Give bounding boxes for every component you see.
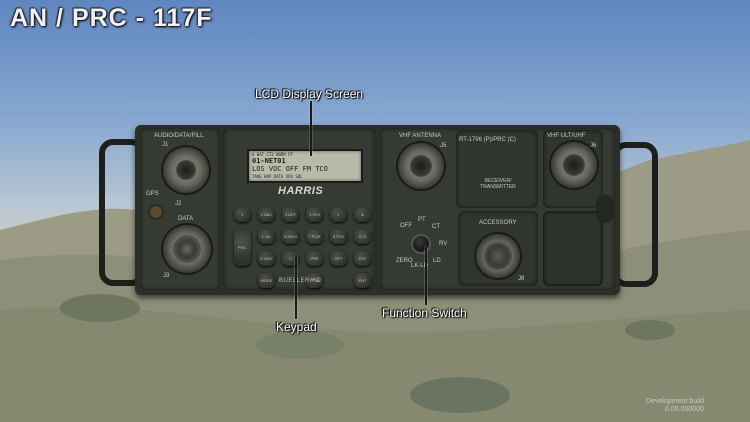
j3-label: J3 <box>163 273 170 279</box>
data-connector[interactable] <box>163 225 211 273</box>
key-5[interactable]: 5 JKL <box>258 229 275 244</box>
key-8[interactable]: 8 STU <box>330 229 347 244</box>
brightness-key[interactable]: ◐ <box>330 207 347 222</box>
lcd-callout-line <box>310 101 312 156</box>
switch-label-lkld: LK-LD <box>411 263 429 269</box>
j5-label: J5 <box>440 143 447 149</box>
watermark: Development build 0.00.000000 <box>646 398 704 414</box>
ent-key[interactable]: ENT <box>354 251 371 266</box>
watermark-line-2: 0.00.000000 <box>665 406 704 413</box>
brand-logo: HARRIS <box>278 185 324 197</box>
side-latch[interactable] <box>596 195 614 223</box>
vhf-uhf-label: VHF ULT/UHF <box>547 133 586 139</box>
lcd-status-row: A BAT CT2 NORM PT <box>252 152 293 157</box>
switch-label-rv: RV <box>439 241 448 247</box>
function-switch-callout: Function Switch <box>382 306 467 320</box>
key-1[interactable]: 1 <box>234 207 251 222</box>
key-9[interactable]: 9 VWX <box>258 251 275 266</box>
switch-label-ld: LD <box>433 258 441 264</box>
switch-label-pt: PT <box>418 217 426 223</box>
data-label: DATA <box>178 216 194 222</box>
pre-minus-key[interactable]: PRE- <box>234 229 251 266</box>
vhf-antenna-label: VHF ANTENNA <box>399 133 442 139</box>
vhf-antenna-connector[interactable] <box>398 143 444 189</box>
accessory-connector[interactable] <box>476 234 520 278</box>
key-4[interactable]: 4 GHI <box>306 207 323 222</box>
lcd-mode-row: LOS VOC OFF FM TCO <box>252 165 328 173</box>
switch-label-zero: ZERO <box>396 258 413 264</box>
opt-key[interactable]: OPT <box>330 251 347 266</box>
pre-plus-key[interactable]: PRE <box>306 251 323 266</box>
key-6[interactable]: 6 MNO <box>282 229 299 244</box>
lcd-callout: LCD Display Screen <box>255 87 364 101</box>
receiver-transmitter-label: RECEIVER/ TRANSMITTER <box>480 178 516 190</box>
lcd-net-row: 01-NET01 <box>252 157 286 165</box>
pgm-key[interactable]: PGM <box>306 273 323 288</box>
keypad-callout: Keypad <box>276 320 317 334</box>
light-key[interactable]: ● <box>354 207 371 222</box>
enter-key[interactable]: ENT <box>354 273 371 288</box>
rt-panel <box>456 130 538 208</box>
accessory-label: ACCESSORY <box>479 220 517 226</box>
audio-connector[interactable] <box>163 147 209 193</box>
key-7[interactable]: 7 PQR <box>306 229 323 244</box>
vhf-uhf-connector[interactable] <box>551 142 597 188</box>
lcd-screen: A BAT CT2 NORM PT 01-NET01 LOS VOC OFF F… <box>247 149 363 183</box>
keypad-callout-line <box>295 255 297 319</box>
rt-model-label: RT-1796 (P)/PRC (C) <box>459 137 516 143</box>
j8-label: J8 <box>518 276 525 282</box>
key-0[interactable]: 0 <box>282 251 299 266</box>
j6-label: J6 <box>590 143 597 149</box>
model-label: BUELLER™D <box>279 278 322 284</box>
switch-label-ct: CT <box>432 224 440 230</box>
j1-label: J1 <box>162 142 169 148</box>
function-switch-callout-line <box>425 247 427 305</box>
gps-label: GPS <box>146 191 159 197</box>
page-title: AN / PRC - 117F <box>10 4 213 32</box>
audio-data-fill-label: AUDIO/DATA/FILL <box>154 133 204 139</box>
lcd-softkey-row: TAKE HOP DATA VOX SQL <box>252 174 303 179</box>
watermark-line-1: Development build <box>646 398 704 405</box>
switch-label-off: OFF <box>400 223 412 229</box>
gps-port-icon[interactable] <box>150 206 162 218</box>
key-2[interactable]: 2 ABC <box>258 207 275 222</box>
key-3[interactable]: 3 DEF <box>282 207 299 222</box>
j2-label: J2 <box>175 201 182 207</box>
clr-key[interactable]: CLR <box>354 229 371 244</box>
mode-key[interactable]: MODE <box>258 273 275 288</box>
battery-cover <box>543 211 603 286</box>
